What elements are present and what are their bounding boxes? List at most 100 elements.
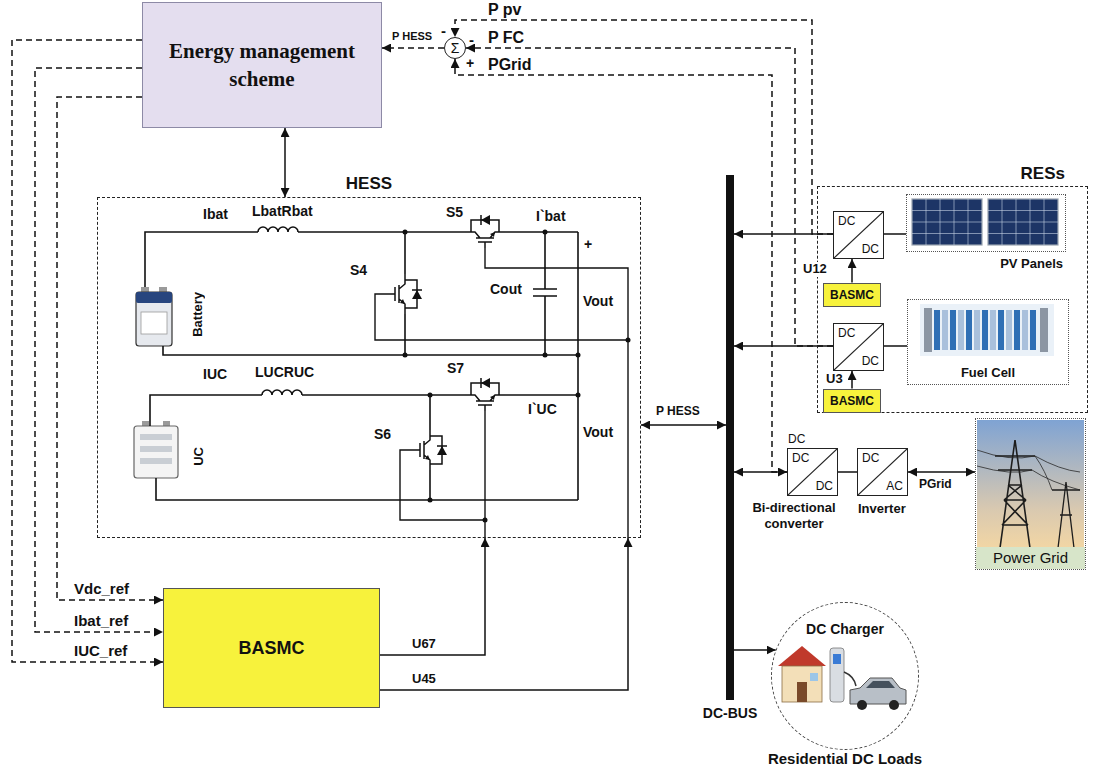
connector xyxy=(380,538,485,655)
signal-label: U67 xyxy=(410,637,438,652)
node-label: DC xyxy=(862,452,879,464)
signal-label: U3 xyxy=(824,372,845,387)
charger-picture xyxy=(782,666,822,702)
ultracapacitor-picture xyxy=(140,458,172,464)
fuel-cell-picture xyxy=(966,310,972,350)
power-grid-picture xyxy=(1052,482,1080,548)
group-box: RESsDCDCPV PanelsBASMCDCDCFuel CellBASMC xyxy=(817,186,1088,413)
ultracapacitor-picture xyxy=(134,421,178,478)
node-label: BASMC xyxy=(830,288,874,302)
switch-label: S6 xyxy=(374,426,391,442)
gate-wire xyxy=(375,248,628,538)
fuel-cell-picture xyxy=(998,310,1004,350)
charger-picture xyxy=(778,646,826,666)
component-label: LbatRbat xyxy=(252,203,313,219)
hess-circuit xyxy=(404,314,406,355)
fuel-cell-picture xyxy=(1022,310,1028,350)
signal-label: Vout xyxy=(583,424,613,440)
signal-label: Vdc_ref xyxy=(72,580,131,597)
signal-label: P FC xyxy=(486,29,526,47)
signal-label: U45 xyxy=(410,672,438,687)
switch-symbol xyxy=(389,274,422,314)
hess-circuit xyxy=(505,231,578,233)
connector xyxy=(851,259,853,283)
hess-circuit xyxy=(404,232,406,274)
node-label: DC xyxy=(862,355,879,367)
converter-caption: Inverter xyxy=(858,502,906,517)
connector xyxy=(57,97,163,600)
node-label: DC Charger xyxy=(772,621,918,637)
hess-circuit xyxy=(258,227,298,232)
node-label: Battery xyxy=(190,292,205,337)
gate-wire xyxy=(484,411,485,538)
signal-label: IUC_ref xyxy=(72,642,129,659)
connector xyxy=(884,345,907,347)
node-label: BASMC xyxy=(830,394,874,408)
charger-picture xyxy=(850,678,906,704)
component-label: Cout xyxy=(490,281,522,297)
node-label: DC xyxy=(838,215,855,227)
hess-circuit xyxy=(505,394,578,396)
component-label: LUCRUC xyxy=(255,364,314,380)
solar-panel-picture xyxy=(912,199,1058,245)
junction-dot xyxy=(403,353,408,358)
connector xyxy=(35,68,163,632)
fuel-cell-picture xyxy=(920,304,1054,356)
connector xyxy=(641,424,726,426)
controller-box: BASMC xyxy=(163,588,380,708)
signal-label: P pv xyxy=(486,1,524,19)
node-label: Fuel Cell xyxy=(908,365,1068,380)
battery-picture xyxy=(141,287,149,292)
junction-dot xyxy=(428,498,433,503)
fuel-cell-picture xyxy=(958,310,964,350)
ultracapacitor-picture xyxy=(142,421,149,426)
converter-box: DCDC xyxy=(787,448,838,496)
node-label: BASMC xyxy=(239,638,305,659)
controller-box: BASMC xyxy=(823,389,881,413)
connector xyxy=(284,128,286,197)
hess-circuit xyxy=(145,232,258,287)
node-label: DC xyxy=(792,452,809,464)
connector xyxy=(734,233,833,235)
fuel-cell-box: Fuel Cell xyxy=(907,299,1069,385)
ultracapacitor-picture xyxy=(163,421,170,426)
hess-circuit xyxy=(302,394,465,396)
hess-circuit xyxy=(429,395,431,430)
signal-label: Ibat xyxy=(203,206,228,222)
charger-picture xyxy=(889,700,899,710)
switch-label: S5 xyxy=(446,204,463,220)
hess-circuit xyxy=(429,470,431,500)
signal-label: Vout xyxy=(583,293,613,309)
signal-label: P HESS xyxy=(654,405,702,419)
ultracapacitor-picture xyxy=(140,446,172,452)
group-box: HESSBatteryUC xyxy=(97,197,641,538)
fuel-cell-picture xyxy=(924,308,932,352)
hess-circuit xyxy=(298,231,465,233)
dc-bus: DC-BUS xyxy=(726,175,734,700)
fuel-cell-picture xyxy=(1030,310,1036,350)
connector xyxy=(382,47,444,49)
charger-picture xyxy=(844,672,856,686)
sign-label: - xyxy=(441,22,446,39)
connector xyxy=(734,649,776,651)
node-label: Energy management scheme xyxy=(143,37,381,94)
signal-label: I`UC xyxy=(528,401,557,417)
process-box: Energy management scheme xyxy=(142,2,382,128)
power-grid-picture xyxy=(977,450,1080,490)
node-label: PV Panels xyxy=(1000,256,1063,271)
fuel-cell-picture xyxy=(1040,308,1048,352)
gate-wire xyxy=(485,248,628,538)
node-label: UC xyxy=(191,447,206,466)
fuel-cell-picture xyxy=(1014,310,1020,350)
gate-wire xyxy=(375,294,628,340)
converter-diagonal xyxy=(788,449,837,495)
connector xyxy=(734,471,787,473)
node-label: HESS xyxy=(98,174,640,194)
power-grid-box: Power Grid xyxy=(975,418,1086,570)
connector xyxy=(838,471,857,473)
charger-picture xyxy=(797,682,807,702)
connector xyxy=(851,371,853,389)
ultracapacitor-picture xyxy=(140,434,172,440)
node-label: DC-BUS xyxy=(703,705,757,721)
fuel-cell-picture xyxy=(934,310,940,350)
